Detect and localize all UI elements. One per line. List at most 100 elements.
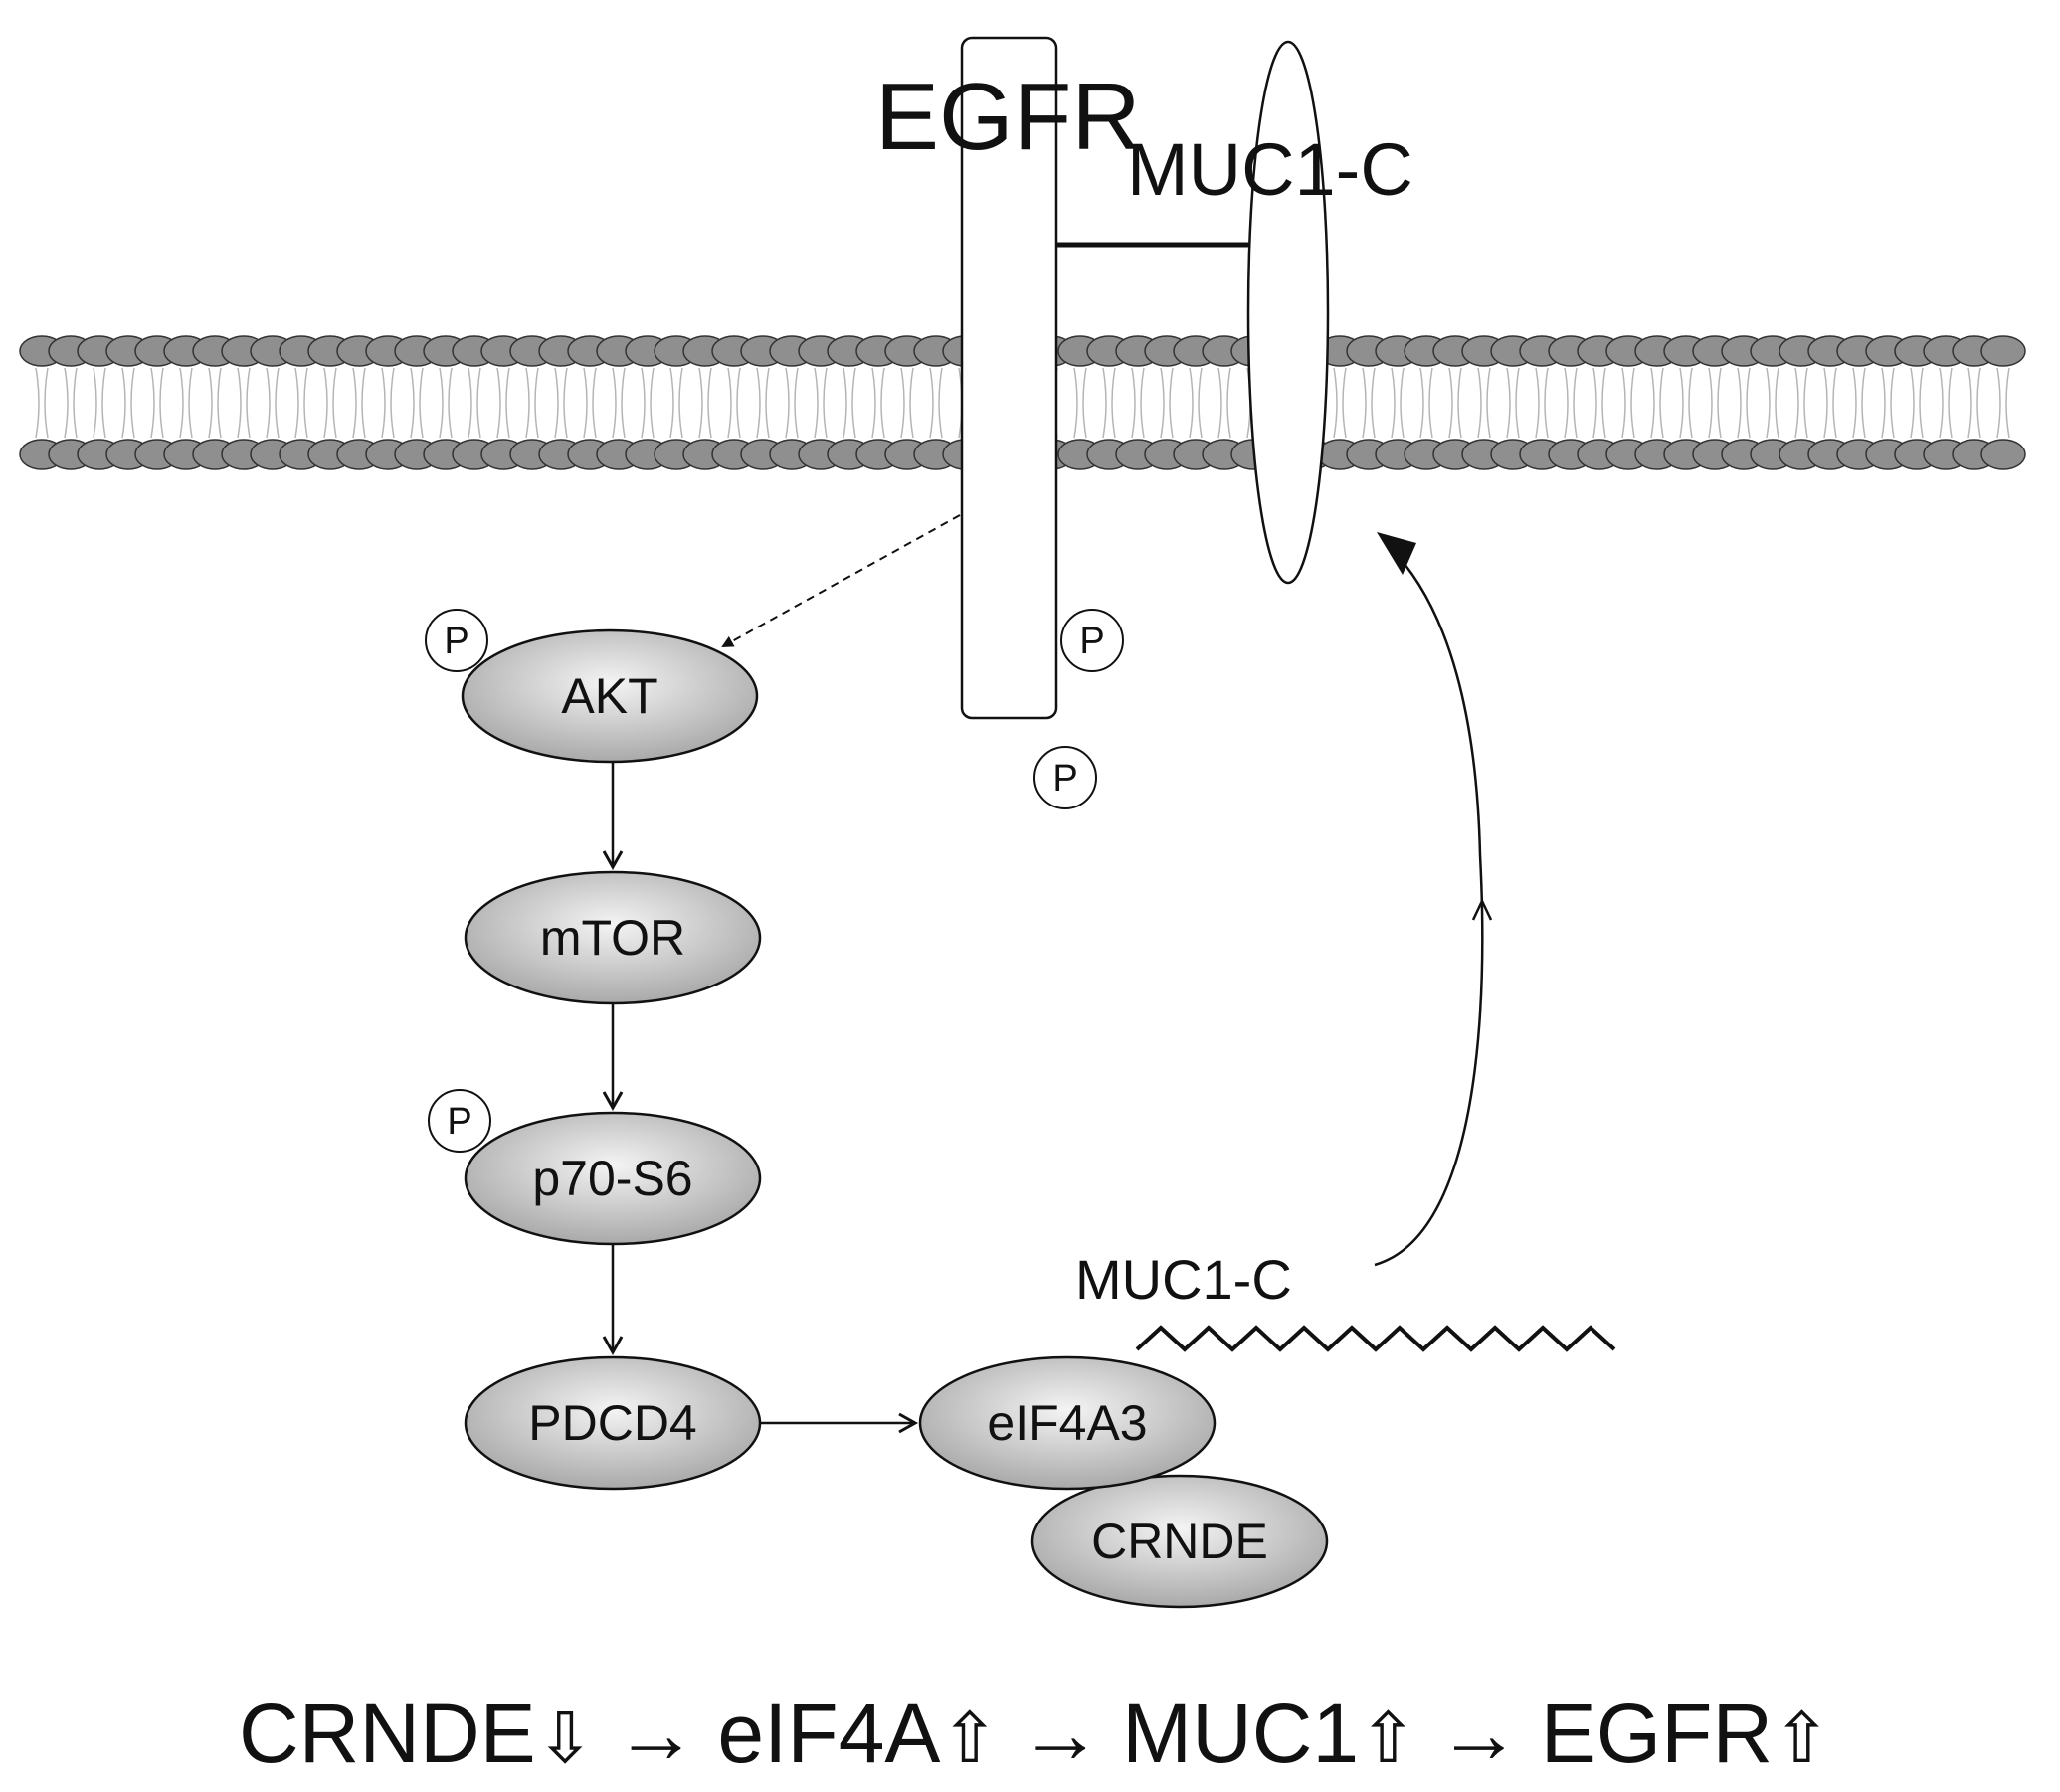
lipid-tail — [1371, 367, 1376, 439]
lipid-tail — [1688, 367, 1693, 439]
lipid-tail — [650, 367, 655, 439]
lipid-tail — [505, 367, 510, 439]
svg-text:AKT: AKT — [561, 668, 657, 724]
lipid-tail — [188, 367, 193, 439]
summary-arrow-1: → — [614, 1687, 697, 1780]
lipid-tail — [1679, 367, 1684, 439]
lipid-tail — [468, 367, 472, 439]
lipid-tail — [823, 367, 828, 439]
muc1c-mrna-label: MUC1-C — [1075, 1248, 1292, 1311]
lipid-tail — [275, 367, 280, 439]
summary-up-icon-2: ⇧ — [1359, 1700, 1417, 1777]
lipid-tail — [208, 367, 213, 439]
lipid-tail — [707, 367, 712, 439]
akt-node: AKT — [461, 628, 759, 764]
lipid-tail — [1717, 367, 1722, 439]
lipid-tail — [410, 367, 415, 439]
lipid-tail — [1477, 367, 1482, 439]
lipid-tail — [476, 367, 481, 439]
lipid-tail — [1650, 367, 1655, 439]
lipid-tail — [612, 367, 617, 439]
lipid-tail — [765, 367, 770, 439]
lipid-tail — [332, 367, 337, 439]
lipid-tail — [843, 367, 847, 439]
lipid-tail — [381, 367, 386, 439]
lipid-tail — [727, 367, 732, 439]
lipid-tail — [1131, 367, 1136, 439]
lipid-tail — [909, 367, 914, 439]
lipid-tail — [794, 367, 799, 439]
lipid-tail — [1198, 367, 1203, 439]
lipid-tail — [871, 367, 876, 439]
lipid-tail — [303, 367, 308, 439]
lipid-tail — [525, 367, 530, 439]
lipid-heads-inner — [19, 439, 2026, 470]
lipid-head — [1980, 335, 2026, 367]
lipid-tail — [294, 367, 299, 439]
lipid-tail — [1861, 367, 1866, 439]
cell-membrane — [19, 335, 2026, 470]
lipid-tail — [1803, 367, 1808, 439]
lipid-tail — [641, 367, 646, 439]
lipid-tail — [1621, 367, 1626, 439]
lipid-tail — [1226, 367, 1231, 439]
lipid-tail — [756, 367, 761, 439]
svg-text:mTOR: mTOR — [540, 910, 685, 966]
lipid-tail — [1400, 367, 1405, 439]
lipid-tail — [1189, 367, 1194, 439]
lipid-tail — [159, 367, 164, 439]
lipid-tail — [900, 367, 905, 439]
lipid-tail — [1486, 367, 1491, 439]
lipid-tail — [1948, 367, 1953, 439]
lipid-tail — [150, 367, 155, 439]
phospho-marker-p70s6: P — [428, 1089, 491, 1153]
summary-up-icon-3: ⇧ — [1773, 1700, 1831, 1777]
lipid-tail — [592, 367, 597, 439]
lipid-tail — [1544, 367, 1549, 439]
lipid-tail — [554, 367, 559, 439]
lipid-tail — [390, 367, 395, 439]
lipid-tail — [583, 367, 588, 439]
lipid-tail — [439, 367, 444, 439]
svg-text:PDCD4: PDCD4 — [528, 1395, 696, 1451]
lipid-tail — [1881, 367, 1886, 439]
lipid-tail — [246, 367, 251, 439]
lipid-tail — [1515, 367, 1520, 439]
pdcd4-node: PDCD4 — [464, 1355, 762, 1491]
lipid-tail — [1659, 367, 1664, 439]
lipid-tail — [1564, 367, 1569, 439]
lipid-tail — [1919, 367, 1924, 439]
lipid-tail — [1852, 367, 1857, 439]
p70s6-node: p70-S6 — [464, 1111, 762, 1246]
lipid-tail — [1111, 367, 1116, 439]
summary-arrow-3: → — [1437, 1687, 1521, 1780]
lipid-tail — [2005, 367, 2010, 439]
lipid-tail — [851, 367, 856, 439]
svg-text:P: P — [1052, 758, 1077, 800]
summary-egfr: EGFR — [1541, 1687, 1773, 1780]
lipid-tail — [1967, 367, 1972, 439]
lipid-heads-outer — [19, 335, 2026, 367]
lipid-tail — [44, 367, 49, 439]
lipid-tail — [1102, 367, 1107, 439]
lipid-tail — [1573, 367, 1578, 439]
lipid-tail — [1976, 367, 1981, 439]
lipid-tail — [938, 367, 943, 439]
svg-text:p70-S6: p70-S6 — [532, 1151, 692, 1206]
lipid-tail — [1737, 367, 1742, 439]
lipid-tail — [563, 367, 568, 439]
lipid-tail — [1910, 367, 1915, 439]
lipid-tail — [1428, 367, 1433, 439]
summary-down-icon: ⇩ — [536, 1700, 595, 1777]
lipid-tails — [35, 367, 2010, 439]
svg-text:eIF4A3: eIF4A3 — [987, 1395, 1147, 1451]
lipid-tail — [669, 367, 674, 439]
muc1c-receptor — [1246, 40, 1330, 585]
lipid-tail — [1535, 367, 1540, 439]
summary-up-icon-1: ⇧ — [940, 1700, 999, 1777]
lipid-tail — [1630, 367, 1635, 439]
lipid-tail — [419, 367, 424, 439]
svg-text:CRNDE⇩→eIF4A⇧→MUC1⇧→EGFR⇧: CRNDE⇩→eIF4A⇧→MUC1⇧→EGFR⇧ — [239, 1687, 1831, 1780]
lipid-tail — [101, 367, 106, 439]
lipid-tail — [736, 367, 741, 439]
